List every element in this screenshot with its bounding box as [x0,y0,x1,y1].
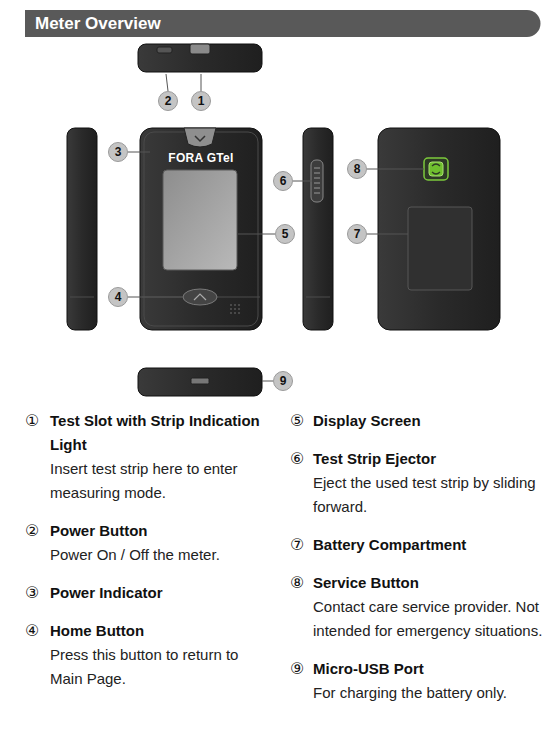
part-description: Power On / Off the meter. [50,543,275,567]
item-number: ⑤ [290,409,304,433]
left-side-view [67,128,97,330]
leader-lines [128,74,424,381]
front-view [140,128,262,330]
part-name: Service Button [313,571,551,595]
callout-circles [109,92,367,391]
callout-number: 5 [282,227,289,241]
callout-number: 6 [280,174,287,188]
ejector-ridge [314,173,320,174]
item-number: ⑦ [290,533,304,557]
item-number: ⑧ [290,571,304,595]
speaker-hole [230,312,232,314]
title: Meter Overview [35,10,161,37]
part-name: Test Strip Ejector [313,447,551,471]
callout-number: 4 [115,290,122,304]
ejector-ridge [314,168,320,169]
part-name: Battery Compartment [313,533,551,557]
speaker-hole [238,308,240,310]
ejector-ridge [314,178,320,179]
item-number: ② [25,519,39,543]
part-name: Home Button [50,619,275,643]
speaker-hole [230,304,232,306]
ejector-ridge [314,188,320,189]
right-side-view [303,128,333,330]
ejector-ridge [314,193,320,194]
part-description: For charging the battery only. [313,681,551,705]
speaker-hole [238,312,240,314]
callout-number: 9 [280,374,287,388]
callout-number: 7 [354,227,361,241]
top-view [138,44,262,72]
speaker-hole [230,308,232,310]
callout-number: 3 [115,145,122,159]
ejector-ridge [314,183,320,184]
part-name: Power Button [50,519,275,543]
part-name: Micro-USB Port [313,657,551,681]
speaker-hole [234,308,236,310]
part-name: Display Screen [313,409,551,433]
item-number: ① [25,409,39,433]
title-bar [25,10,541,37]
brand-logo: FORA GTel [168,151,233,165]
item-number: ⑥ [290,447,304,471]
part-description: Eject the used test strip by sliding for… [313,471,551,519]
callout-number: 2 [165,94,172,108]
speaker-hole [234,304,236,306]
item-number: ④ [25,619,39,643]
part-description: Press this button to return to Main Page… [50,643,275,691]
callout-number: 8 [354,162,361,176]
bottom-view [138,368,262,396]
speaker-hole [238,304,240,306]
part-description: Insert test strip here to enter measurin… [50,457,275,505]
item-number: ③ [25,581,39,605]
speaker-hole [234,312,236,314]
callout-number: 1 [198,94,205,108]
back-view [378,128,500,330]
part-description: Contact care service provider. Not inten… [313,595,551,643]
item-number: ⑨ [290,657,304,681]
part-name: Power Indicator [50,581,275,605]
part-name: Test Slot with Strip Indication Light [50,409,275,457]
